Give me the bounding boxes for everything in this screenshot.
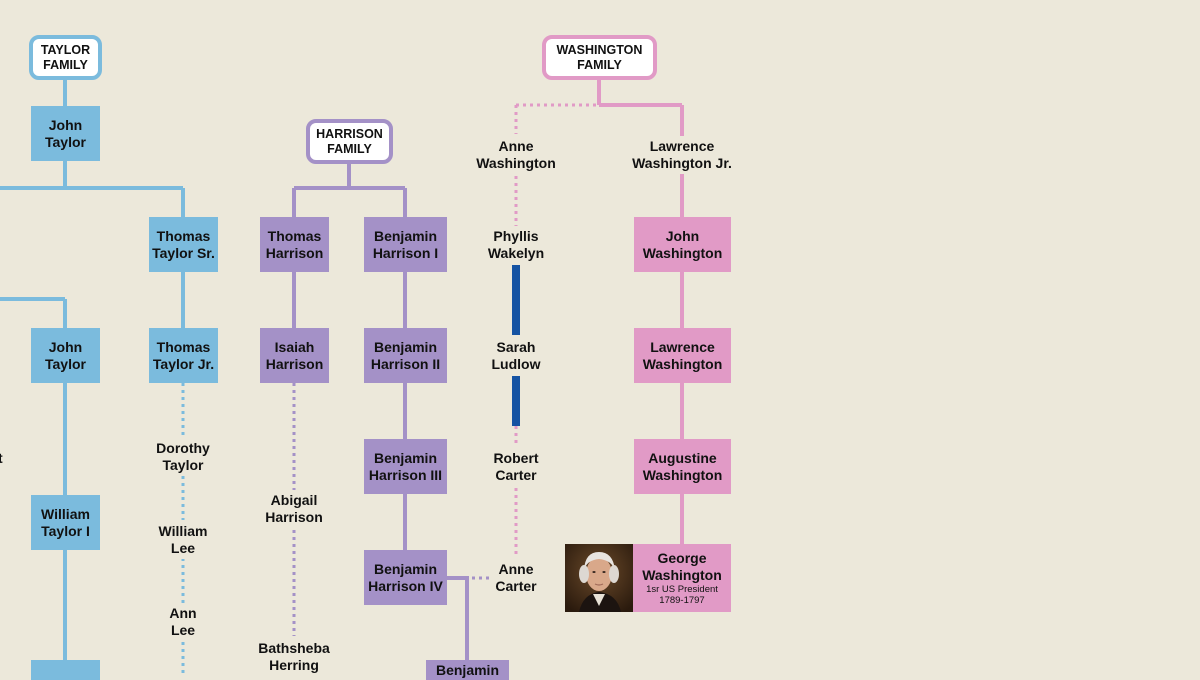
harrison-dotted-lines <box>292 383 490 636</box>
person-george-washington: George Washington 1sr US President 1789-… <box>565 544 731 612</box>
harrison-family-header: HARRISON FAMILY <box>306 119 393 164</box>
person-partial-bottom <box>31 660 100 680</box>
person-sarah-ludlow: Sarah Ludlow <box>489 337 543 375</box>
person-john-taylor-2: John Taylor <box>31 328 100 383</box>
person-benjamin-partial: Benjamin <box>426 660 509 680</box>
person-thomas-taylor-jr: Thomas Taylor Jr. <box>149 328 218 383</box>
george-washington-years: 1789-1797 <box>659 595 705 606</box>
washington-lines <box>597 78 684 544</box>
person-robert-carter: Robert Carter <box>491 448 541 486</box>
person-william-taylor-i: William Taylor I <box>31 495 100 550</box>
washington-dotted-lines <box>514 103 597 556</box>
person-partial-left: t <box>0 450 3 466</box>
person-augustine-washington: Augustine Washington <box>634 439 731 494</box>
person-dorothy-taylor: Dorothy Taylor <box>154 438 212 476</box>
person-william-lee: William Lee <box>156 521 210 559</box>
washington-family-header: WASHINGTON FAMILY <box>542 35 657 80</box>
harrison-family-label: HARRISON FAMILY <box>316 126 383 156</box>
person-thomas-taylor-sr: Thomas Taylor Sr. <box>149 217 218 272</box>
george-washington-name: George Washington <box>642 550 722 583</box>
person-benjamin-harrison-iv: Benjamin Harrison IV <box>364 550 447 605</box>
taylor-lines <box>0 78 185 662</box>
person-benjamin-harrison-iii: Benjamin Harrison III <box>364 439 447 494</box>
george-washington-portrait <box>565 544 633 612</box>
person-anne-washington: Anne Washington <box>474 136 558 174</box>
person-thomas-harrison: Thomas Harrison <box>260 217 329 272</box>
person-isaiah-harrison: Isaiah Harrison <box>260 328 329 383</box>
taylor-family-header: TAYLOR FAMILY <box>29 35 102 80</box>
person-ann-lee: Ann Lee <box>167 603 199 641</box>
person-phyllis-wakelyn: Phyllis Wakelyn <box>485 226 547 264</box>
person-lawrence-washington: Lawrence Washington <box>634 328 731 383</box>
harrison-lines <box>292 162 469 662</box>
person-bathsheba-herring: Bathsheba Herring <box>256 638 332 676</box>
george-washington-info: George Washington 1sr US President 1789-… <box>633 544 731 612</box>
marriage-bars <box>512 265 520 426</box>
person-john-washington: John Washington <box>634 217 731 272</box>
person-benjamin-harrison-ii: Benjamin Harrison II <box>364 328 447 383</box>
person-abigail-harrison: Abigail Harrison <box>263 490 325 528</box>
person-benjamin-harrison-i: Benjamin Harrison I <box>364 217 447 272</box>
person-john-taylor-1: John Taylor <box>31 106 100 161</box>
person-lawrence-washington-jr: Lawrence Washington Jr. <box>630 136 734 174</box>
taylor-family-label: TAYLOR FAMILY <box>40 42 91 72</box>
washington-family-label: WASHINGTON FAMILY <box>556 42 643 72</box>
george-washington-role: 1sr US President <box>646 584 718 595</box>
person-anne-carter: Anne Carter <box>493 559 539 597</box>
